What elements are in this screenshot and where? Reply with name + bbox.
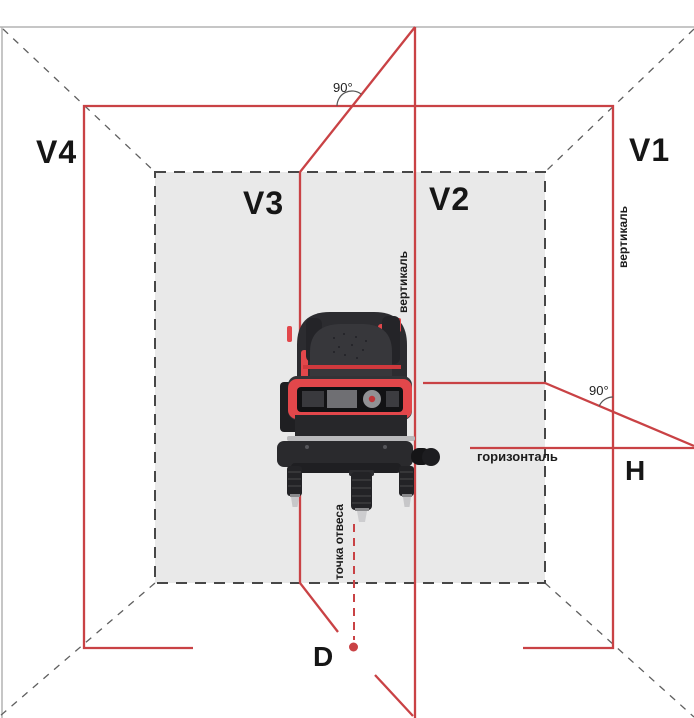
window-inner-block-mid xyxy=(327,390,357,408)
label-v2: V2 xyxy=(429,181,471,217)
window-laser-diode xyxy=(368,395,376,403)
device-head-texture xyxy=(333,333,367,359)
label-horizontal: горизонталь xyxy=(477,449,558,464)
label-angle-right: 90° xyxy=(589,383,609,398)
base-housing xyxy=(277,441,413,467)
vertical-beam-window-far-left xyxy=(287,326,292,342)
room-corner-diagonals xyxy=(0,28,694,718)
angle-arc-top xyxy=(336,90,362,107)
label-vertical-v2: вертикаль xyxy=(396,251,410,313)
device-head-face xyxy=(310,324,392,388)
label-v4: V4 xyxy=(36,134,78,170)
device-head-red-trim xyxy=(303,365,401,369)
laser-level-device xyxy=(277,312,440,522)
label-vertical-v1: вертикаль xyxy=(616,206,630,268)
plumb-marker xyxy=(349,524,358,652)
window-inner-block-left xyxy=(302,391,324,407)
frame-lines xyxy=(0,26,694,718)
window-inner-block-right xyxy=(386,391,399,407)
right-knob xyxy=(422,448,440,466)
laser-line-v4-v1-ceiling xyxy=(82,104,615,650)
label-plumb-point: точка отвеса xyxy=(332,504,346,580)
room-diagonal-top-right xyxy=(544,28,694,173)
base-screw-right xyxy=(383,445,387,449)
label-v3: V3 xyxy=(243,185,285,221)
label-v1: V1 xyxy=(629,132,671,168)
base-silver-rim xyxy=(287,436,415,441)
base-lower-tier xyxy=(291,463,401,473)
room-diagonal-top-left xyxy=(2,28,156,173)
room-diagonal-bottom-right xyxy=(544,582,694,718)
room-diagonal-bottom-left xyxy=(0,582,156,717)
base-column xyxy=(295,415,407,439)
leveling-foot-left xyxy=(287,466,302,507)
leveling-foot-center xyxy=(349,470,374,522)
horizontal-laser-window xyxy=(288,376,412,420)
laser-line-h-wall xyxy=(423,381,694,448)
device-base xyxy=(277,415,440,473)
angle-arc-right xyxy=(598,396,614,407)
label-angle-top: 90° xyxy=(333,80,353,95)
label-d: D xyxy=(313,641,334,672)
label-h: H xyxy=(625,455,646,486)
leveling-foot-right xyxy=(399,466,414,507)
leveling-feet xyxy=(287,466,414,522)
plumb-dot xyxy=(349,642,358,652)
base-screw-left xyxy=(305,445,309,449)
device-head xyxy=(287,312,407,390)
